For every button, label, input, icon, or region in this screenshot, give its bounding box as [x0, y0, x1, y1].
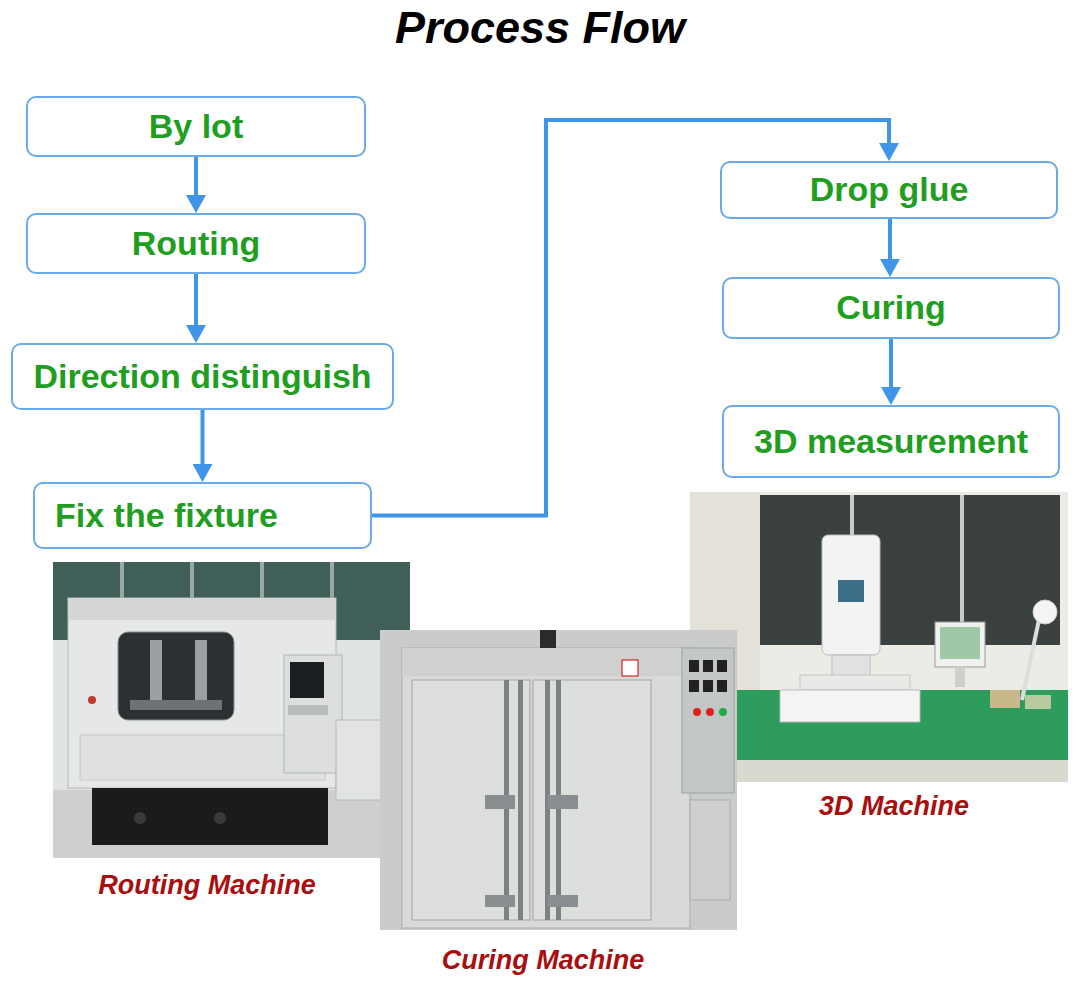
base-hole: [214, 812, 226, 824]
spindle: [195, 640, 207, 700]
screen: [940, 627, 980, 659]
step-label: Direction distinguish: [33, 358, 371, 395]
step-label: Curing: [836, 289, 946, 326]
gauge: [717, 680, 727, 692]
curing-machine-photo: [380, 630, 737, 930]
photo-caption: 3D Machine: [819, 791, 969, 822]
machine-base: [780, 690, 920, 722]
flow-arrow: [194, 274, 198, 328]
flow-arrow: [194, 157, 198, 198]
process-box: Curing: [722, 277, 1060, 339]
spindle: [150, 640, 162, 700]
3d-machine-photo: [690, 492, 1068, 782]
window: [760, 495, 1060, 645]
oven-top: [402, 648, 690, 676]
monitor: [935, 622, 985, 667]
green-table: [690, 690, 1068, 760]
side-cabinet: [336, 720, 382, 800]
step-label: 3D measurement: [754, 423, 1028, 460]
oven-door: [412, 680, 530, 920]
photo-caption: Routing Machine: [98, 870, 316, 901]
gauge: [703, 660, 713, 672]
process-box: Direction distinguish: [11, 343, 393, 410]
door-latch: [548, 895, 578, 907]
flow-arrow: [201, 410, 205, 467]
gauge: [717, 660, 727, 672]
photo-background: [380, 630, 737, 930]
brand-plate: [838, 580, 864, 602]
lamp-arm: [1022, 615, 1040, 700]
measuring-column: [822, 535, 880, 655]
measuring-head: [832, 655, 870, 677]
monitor-stand: [955, 667, 965, 687]
monitor: [290, 662, 324, 698]
control-arm: [284, 655, 342, 773]
sample-box: [990, 690, 1020, 708]
control-panel: [682, 648, 734, 793]
step-label: Routing: [132, 225, 260, 262]
machine-top: [68, 598, 336, 620]
sample-box: [1025, 695, 1051, 709]
process-box: Drop glue: [720, 161, 1058, 219]
warning-sticker: [622, 660, 638, 676]
button: [706, 708, 714, 716]
step-label: Drop glue: [810, 171, 969, 208]
gauge: [689, 680, 699, 692]
top-vent: [540, 630, 556, 650]
title-bar: Process Flow: [0, 2, 1080, 54]
gauge: [703, 680, 713, 692]
keyboard: [288, 705, 328, 715]
routing-machine-photo: [53, 562, 410, 858]
door-rod: [518, 680, 523, 920]
oven-door: [533, 680, 651, 920]
flow-arrow: [889, 339, 893, 390]
diagram-title: Process Flow: [395, 2, 685, 53]
lamp-head: [1033, 600, 1057, 624]
process-box: By lot: [26, 96, 366, 157]
button: [693, 708, 701, 716]
oven-body: [402, 648, 690, 928]
photo-background: [690, 492, 1068, 782]
step-label: By lot: [149, 108, 243, 145]
button: [719, 708, 727, 716]
work-table: [130, 700, 222, 710]
base-hole: [134, 812, 146, 824]
process-box: 3D measurement: [722, 405, 1060, 478]
stage: [800, 675, 910, 690]
photo-background: [53, 562, 410, 858]
step-label: Fix the fixture: [55, 497, 278, 534]
stop-button: [88, 696, 96, 704]
door-latch: [485, 895, 515, 907]
machine-window: [118, 632, 234, 720]
flow-arrow: [888, 219, 892, 262]
process-box: Routing: [26, 213, 366, 274]
door-latch: [548, 795, 578, 809]
side-vent: [690, 800, 730, 900]
door-latch: [485, 795, 515, 809]
process-box: Fix the fixture: [33, 482, 372, 549]
table-edge: [690, 760, 1068, 782]
photo-caption: Curing Machine: [442, 945, 645, 976]
machine-base: [92, 788, 328, 845]
gauge: [689, 660, 699, 672]
